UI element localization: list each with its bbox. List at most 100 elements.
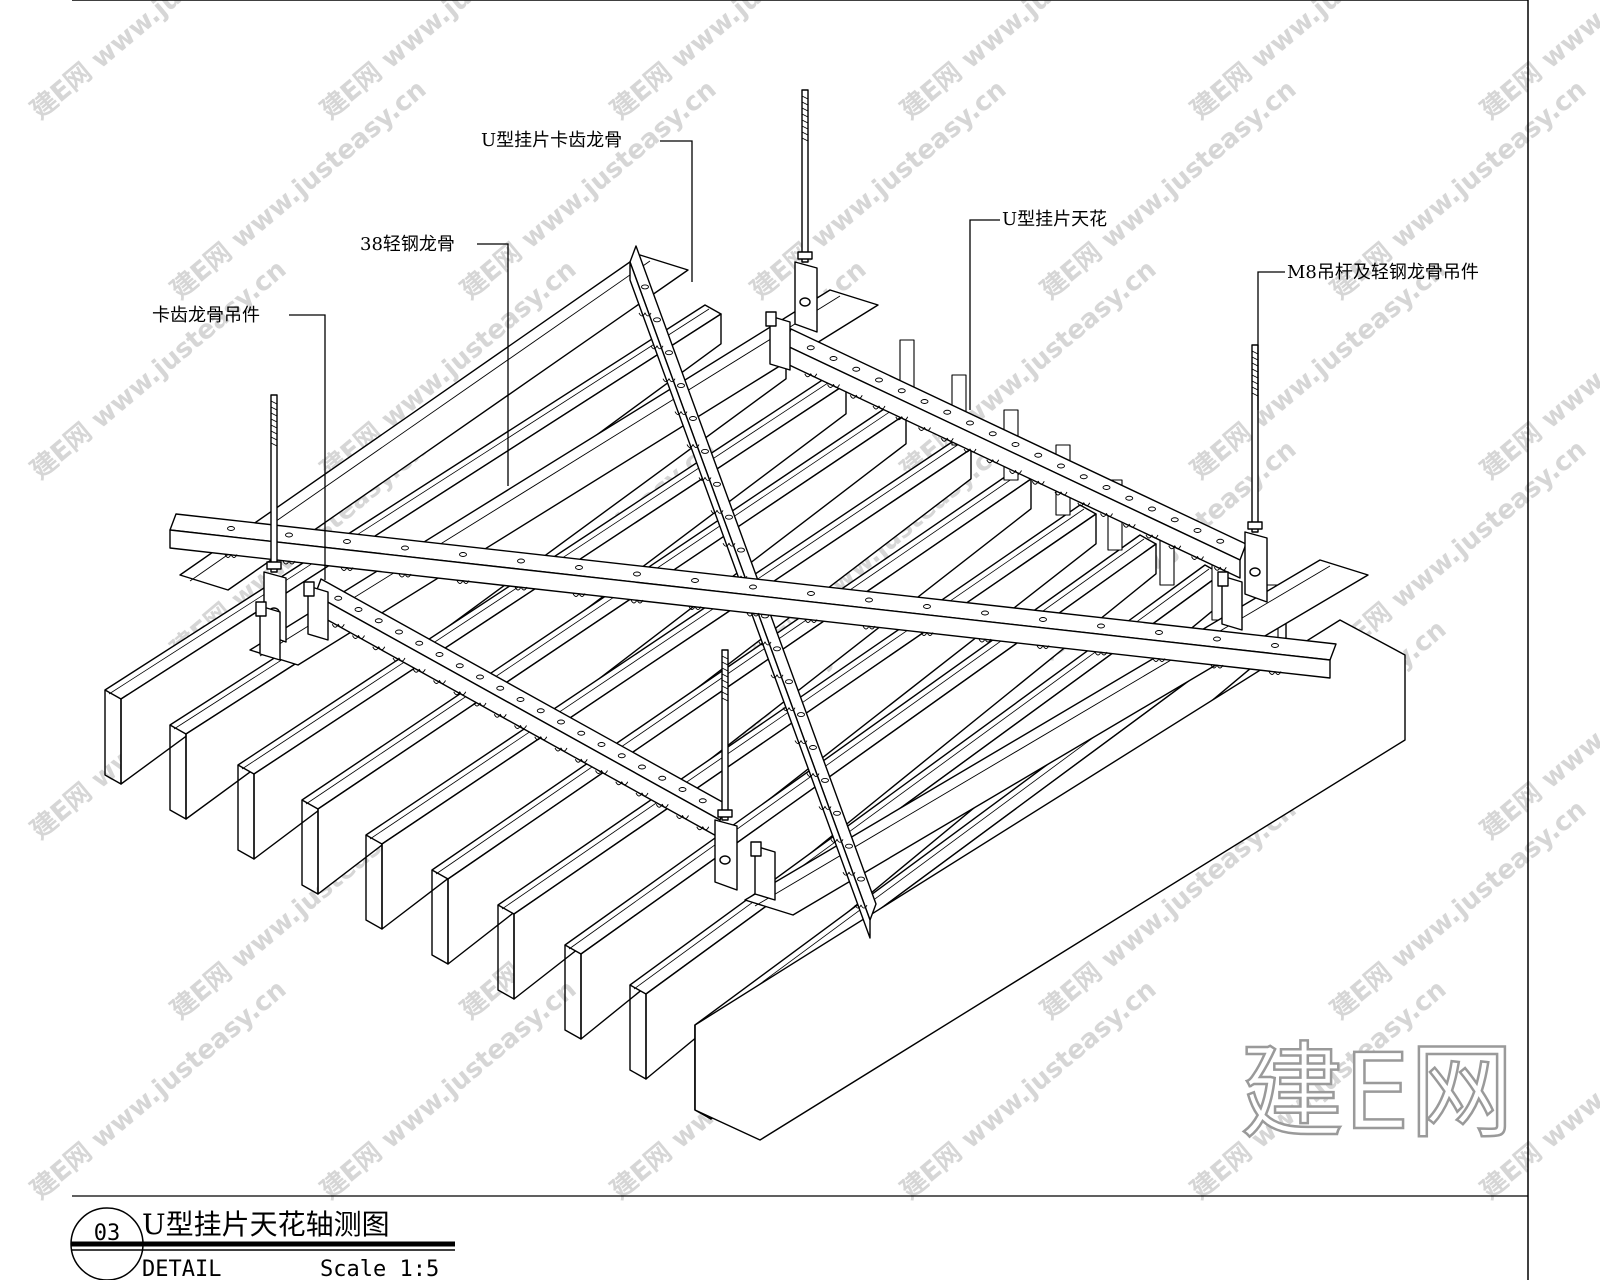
rod-thread bbox=[721, 667, 729, 672]
leader-m8-rod bbox=[1257, 271, 1285, 410]
rod-thread bbox=[1251, 362, 1259, 367]
clip-keel-tooth bbox=[574, 758, 588, 763]
clip-keel-tooth bbox=[1268, 671, 1282, 675]
clip-keel-tooth bbox=[372, 646, 386, 651]
clip-keel-hole bbox=[1057, 463, 1065, 469]
clip-keel-hole bbox=[1213, 636, 1221, 642]
clip-keel-hole bbox=[833, 810, 841, 816]
clip-keel-tooth bbox=[818, 805, 832, 810]
rod-thread bbox=[801, 119, 809, 124]
clip-keel-hole bbox=[988, 431, 997, 437]
clip-keel-tooth bbox=[398, 573, 412, 578]
clip-keel-tooth bbox=[630, 599, 644, 604]
clip-keel-tooth bbox=[963, 448, 977, 453]
rod-thread bbox=[1251, 368, 1259, 373]
rod-body bbox=[1251, 344, 1259, 533]
rod-nut bbox=[717, 809, 733, 818]
hanger-bracket bbox=[1244, 531, 1268, 603]
drawing-frame bbox=[72, 0, 1529, 1280]
clip-keel-hole bbox=[809, 745, 817, 750]
watermark-site: 建E网 www.justeasy.cn bbox=[1035, 74, 1302, 305]
watermark-site: 建E网 www.justeasy.cn bbox=[315, 0, 582, 125]
clip-keel-hole bbox=[677, 383, 685, 389]
rod-thread bbox=[270, 418, 278, 423]
clip-keel-hole bbox=[691, 578, 699, 583]
clip-keel-tooth bbox=[1094, 651, 1108, 656]
clip-keel bbox=[314, 578, 727, 839]
clip-keel-hole bbox=[1125, 495, 1134, 501]
big-logo-watermark: 建E网 bbox=[1240, 1031, 1514, 1153]
clip-keel-tooth bbox=[1191, 556, 1204, 560]
watermark-site: 建E网 www.justeasy.cn bbox=[1185, 0, 1452, 125]
rod-thread bbox=[270, 424, 278, 429]
hanger-bolt bbox=[1249, 567, 1261, 577]
label-clip-keel: U型挂片卡齿龙骨 bbox=[481, 130, 622, 151]
clip-keel-hole bbox=[334, 595, 343, 601]
clip-keel-tooth bbox=[514, 586, 528, 591]
u-panel-end bbox=[564, 945, 582, 1040]
clip-keel-tooth bbox=[696, 826, 710, 831]
clip-keel bbox=[784, 328, 1247, 579]
leader-lines bbox=[289, 140, 1285, 580]
u-panel-edge bbox=[568, 538, 1145, 950]
clip-keel-hole bbox=[943, 409, 952, 415]
rod-thread bbox=[270, 412, 278, 417]
clip-keel-hole bbox=[897, 388, 906, 394]
rod-thread bbox=[721, 691, 729, 696]
clip-keel-hole bbox=[435, 652, 444, 657]
clip-keel-hole bbox=[797, 712, 805, 718]
clip-keel-tooth bbox=[940, 437, 954, 442]
clip-keel-hole bbox=[653, 317, 661, 323]
rod-thread bbox=[801, 137, 809, 142]
clip-keel-hole bbox=[981, 610, 989, 616]
clip-hanger bbox=[1221, 575, 1243, 631]
clip-keel-hole bbox=[806, 345, 815, 351]
clip-keel-tooth bbox=[1168, 545, 1182, 550]
u-panel-end bbox=[237, 765, 255, 860]
leader-clip-hanger bbox=[289, 314, 326, 580]
clip-keel-hole bbox=[920, 399, 929, 404]
leader-u-panel bbox=[969, 219, 1000, 410]
clip-keel-hole bbox=[374, 618, 383, 624]
hanger-bracket bbox=[714, 819, 738, 891]
rod-body bbox=[721, 649, 729, 821]
clip-keel-tooth bbox=[534, 736, 548, 741]
clip-keel-hole bbox=[633, 571, 641, 577]
clip-keel-tooth bbox=[650, 345, 664, 350]
rod-body bbox=[801, 89, 809, 263]
rod-thread bbox=[1251, 392, 1259, 397]
clip-keel-hole bbox=[227, 526, 235, 531]
rod-thread bbox=[270, 430, 278, 435]
clip-keel-tooth bbox=[473, 702, 487, 707]
u-panel-end bbox=[365, 835, 383, 930]
clip-keel-tooth bbox=[698, 476, 712, 481]
clip-hanger-tab bbox=[303, 581, 315, 597]
clip-keel-hole bbox=[577, 730, 586, 736]
watermark-site: 建E网 www.justeasy.cn bbox=[25, 974, 292, 1205]
clip-keel-tooth bbox=[554, 747, 568, 752]
u-panel-end bbox=[431, 870, 449, 965]
label-m8-rod: M8吊杆及轻钢龙骨吊件 bbox=[1287, 262, 1479, 283]
clip-keel-hole bbox=[701, 448, 709, 454]
clip-keel-tooth bbox=[986, 459, 1000, 464]
clip-keel-tooth bbox=[918, 427, 931, 431]
clip-keel-hole bbox=[829, 356, 838, 361]
rod-thread bbox=[721, 685, 729, 690]
clip-keel-tooth bbox=[392, 657, 406, 662]
clip-keel-tooth bbox=[615, 781, 629, 786]
rod-thread bbox=[721, 655, 729, 660]
u-panel-edge bbox=[108, 308, 710, 695]
u-panel-edge bbox=[369, 443, 960, 840]
clip-keel-hole bbox=[459, 552, 467, 557]
clip-keel-tooth bbox=[595, 770, 608, 774]
clip-keel-hole bbox=[665, 350, 673, 356]
rod-thread bbox=[801, 125, 809, 130]
watermark-site: 建E网 www.justeasy.cn bbox=[25, 0, 292, 125]
clip-keel-tooth bbox=[676, 815, 689, 819]
clip-keel-tooth bbox=[224, 554, 238, 558]
clip-keel-tooth bbox=[1009, 470, 1022, 474]
clip-hanger-tab bbox=[750, 841, 762, 857]
label-light-steel-keel: 38轻钢龙骨 bbox=[360, 234, 455, 255]
watermark-site: 建E网 www.justeasy.cn bbox=[605, 0, 872, 125]
